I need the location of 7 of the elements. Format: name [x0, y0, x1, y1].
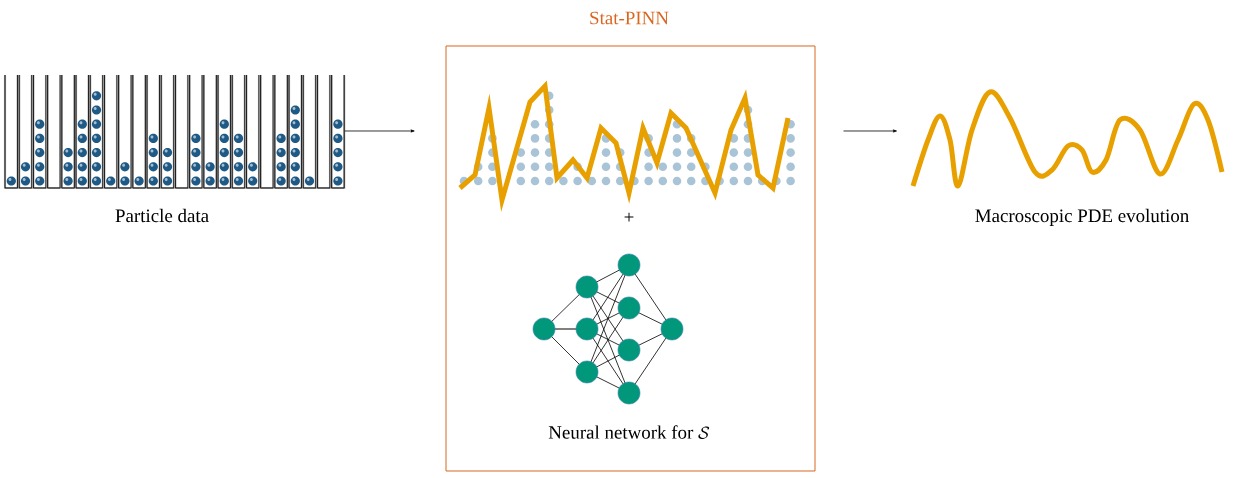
arrow	[344, 129, 415, 133]
box-title: Stat-PINN	[590, 11, 669, 25]
caption-text: Macroscopic PDE evolution	[975, 208, 1189, 226]
caption-text: Particle data	[115, 208, 209, 223]
box-caption: $\text{Neural network for }\mathcal{S}$	[548, 425, 710, 439]
plus-sign: +	[624, 212, 634, 222]
arrow	[843, 129, 897, 133]
